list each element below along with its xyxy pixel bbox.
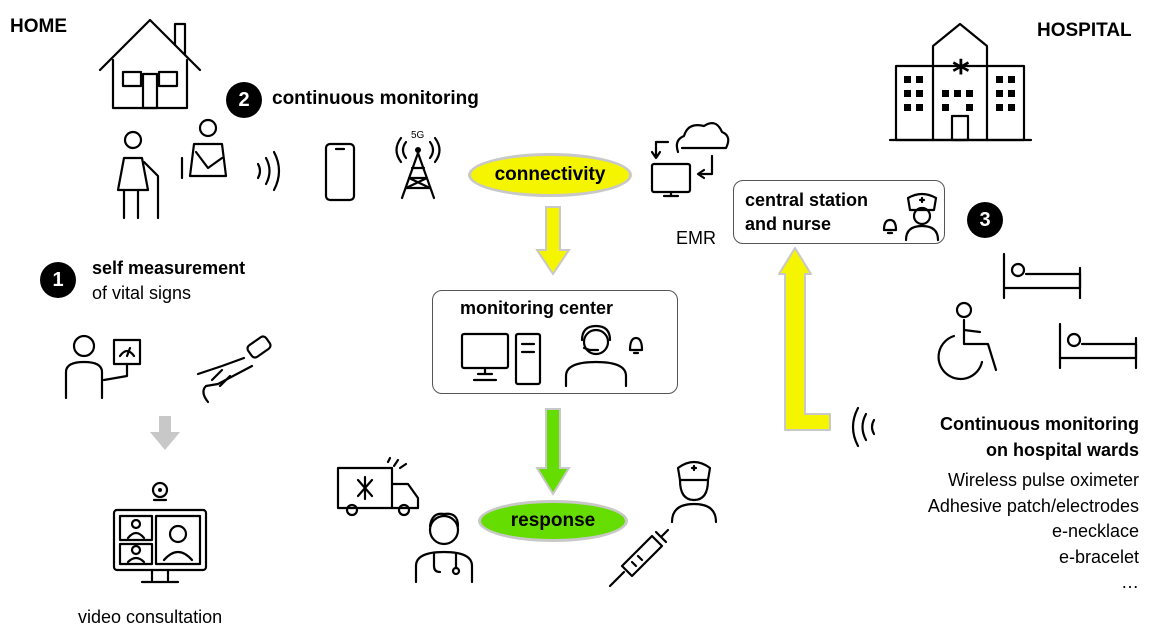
ward-item: … [1121,572,1139,592]
monitoring-center-title: monitoring center [460,298,614,318]
svg-text:*: * [952,53,970,93]
emr-cloud-icon [650,122,730,198]
operator-headset-icon [564,324,644,388]
cell-tower-icon: 5G [395,130,441,200]
syringe-icon [608,528,670,588]
step-2-title: continuous monitoring [272,88,479,109]
step-2-badge: 2 [226,82,262,118]
network-label: 5G [411,130,425,141]
hospital-building-icon: * [888,22,1033,142]
wheelchair-icon [937,301,998,381]
connectivity-label: connectivity [494,164,606,185]
step-1-title: self measurement [92,258,246,278]
step-1-badge: 1 [40,262,76,298]
monitoring-center-box [432,290,678,394]
yellow-up-arrow [778,247,831,431]
response-oval: response [478,500,628,542]
nurse-bell-icon [882,192,940,242]
ward-wireless-icon [851,406,876,448]
video-consultation-icon [112,481,208,584]
elderly-patients-icon [116,118,228,220]
hospital-bed-icon [1002,252,1082,300]
response-label: response [510,510,596,531]
central-station-line2: and nurse [745,214,832,234]
smartphone-icon [324,142,356,202]
step-3-badge: 3 [967,202,1003,238]
nurse-icon [670,460,718,524]
blood-pressure-icon [64,334,142,400]
ward-item: e-bracelet [1058,546,1139,567]
computer-icon [460,332,542,386]
emr-label: EMR [676,228,716,248]
wireless-signal-icon [256,150,281,192]
ward-monitoring-list: Wireless pulse oximeter Adhesive patch/e… [928,468,1139,596]
connectivity-oval: connectivity [468,153,632,197]
ambulance-icon [336,456,420,517]
ward-item: e-necklace [1051,521,1139,541]
hospital-title: HOSPITAL [1037,20,1132,41]
central-station-box [733,180,945,244]
ward-item: Adhesive patch/electrodes [927,495,1139,516]
gray-down-arrow [150,416,180,450]
green-down-arrow [535,408,571,496]
home-title: HOME [10,16,67,37]
central-station-line1: central station [745,190,869,210]
ward-item: Wireless pulse oximeter [947,470,1139,490]
pulse-oximeter-icon [196,335,272,404]
doctor-icon [414,512,474,584]
step-1-subtitle: of vital signs [92,283,192,303]
central-station-label: central station and nurse [745,188,868,236]
hospital-bed-icon-2 [1058,322,1138,370]
house-icon [98,18,202,110]
ward-monitoring-title-2: on hospital wards [985,440,1139,460]
video-consultation-label: video consultation [78,607,223,627]
yellow-down-arrow [535,206,571,276]
ward-monitoring-title-1: Continuous monitoring [940,414,1139,434]
